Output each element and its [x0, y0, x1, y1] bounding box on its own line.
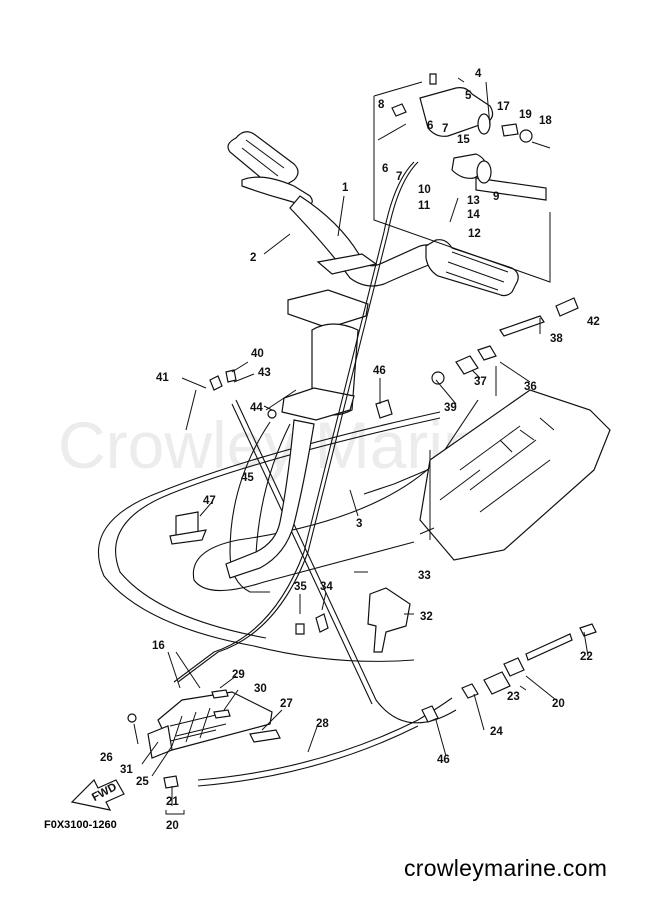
callout-14: 14 — [467, 209, 480, 221]
callout-19: 19 — [519, 109, 532, 121]
callout-33: 33 — [418, 570, 431, 582]
callout-20b: 20 — [166, 820, 179, 832]
callout-12: 12 — [468, 228, 481, 240]
callout-2: 2 — [250, 252, 256, 264]
callout-32: 32 — [420, 611, 433, 623]
callout-42: 42 — [587, 316, 600, 328]
drawing-code: F0X3100-1260 — [44, 819, 117, 831]
callout-47: 47 — [203, 495, 216, 507]
callout-46: 46 — [373, 365, 386, 377]
callout-31: 31 — [120, 764, 133, 776]
callout-9: 9 — [493, 191, 499, 203]
callout-34: 34 — [320, 581, 333, 593]
lever-bracket — [147, 691, 281, 759]
callout-20: 20 — [552, 698, 565, 710]
callout-1: 1 — [342, 182, 349, 194]
callout-43: 43 — [258, 367, 271, 379]
leader-lines — [133, 77, 589, 806]
callout-bracket — [165, 810, 185, 815]
fwd-arrow: FWD — [70, 778, 125, 811]
callout-29: 29 — [232, 669, 245, 681]
callout-6b: 6 — [382, 163, 388, 175]
callout-22: 22 — [580, 651, 593, 663]
callout-38: 38 — [550, 333, 563, 345]
callout-17: 17 — [497, 101, 510, 113]
callout-3: 3 — [356, 518, 362, 530]
cable-routing — [97, 161, 479, 787]
callout-18: 18 — [539, 115, 552, 127]
callout-labels: 1 2 3 4 5 6 7 8 9 10 11 12 13 14 15 16 1… — [100, 68, 600, 832]
callout-45: 45 — [241, 472, 254, 484]
handlebar-assembly — [227, 131, 519, 421]
callout-11: 11 — [418, 200, 431, 212]
callout-4: 4 — [475, 68, 482, 80]
callout-23: 23 — [507, 691, 520, 703]
callout-6: 6 — [427, 120, 433, 132]
callout-7b: 7 — [396, 171, 402, 183]
callout-40: 40 — [251, 348, 264, 360]
callout-30: 30 — [254, 683, 267, 695]
spiral-wrap-tube — [225, 419, 315, 579]
callout-41: 41 — [156, 372, 169, 384]
engine-block — [419, 389, 611, 561]
callout-15: 15 — [457, 134, 470, 146]
callout-36: 36 — [524, 381, 537, 393]
callout-39: 39 — [444, 402, 457, 414]
callout-7: 7 — [442, 123, 448, 135]
callout-21: 21 — [166, 796, 179, 808]
callout-37: 37 — [474, 376, 487, 388]
callout-26: 26 — [100, 752, 113, 764]
callout-28: 28 — [316, 718, 329, 730]
callout-8: 8 — [378, 99, 385, 111]
small-parts — [127, 297, 597, 789]
callout-25: 25 — [136, 776, 149, 788]
callout-44: 44 — [250, 402, 263, 414]
site-url: crowleymarine.com — [404, 855, 608, 881]
bracket-32 — [367, 587, 411, 653]
callout-10: 10 — [418, 184, 431, 196]
callout-27: 27 — [280, 698, 293, 710]
callout-35: 35 — [294, 581, 307, 593]
callout-13: 13 — [467, 195, 480, 207]
callout-46b: 46 — [437, 754, 450, 766]
callout-5: 5 — [465, 90, 472, 102]
callout-16: 16 — [152, 640, 165, 652]
throttle-lever-assembly — [373, 73, 551, 283]
callout-24: 24 — [490, 726, 503, 738]
